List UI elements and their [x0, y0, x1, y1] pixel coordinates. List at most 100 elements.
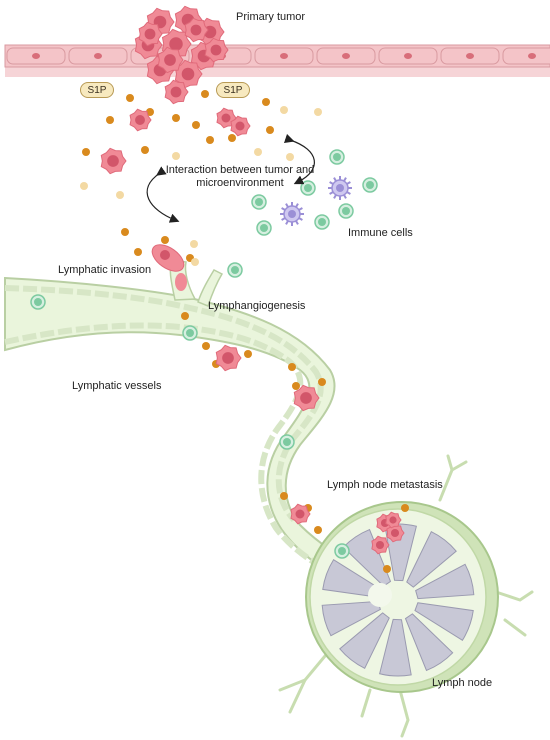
- s1p-dot: [262, 98, 270, 106]
- immune-cell-nucleus: [304, 184, 312, 192]
- endothelial-nucleus: [32, 53, 40, 59]
- s1p-dot: [126, 94, 134, 102]
- immune-cell-nucleus: [231, 266, 239, 274]
- s1p-dot: [244, 350, 252, 358]
- tumor-nucleus: [160, 250, 170, 260]
- label-immune-cells: Immune cells: [348, 227, 413, 239]
- s1p-dot: [141, 146, 149, 154]
- lymph-node-sinus: [322, 559, 382, 598]
- tumor-nucleus: [300, 392, 312, 404]
- s1p-dot: [318, 378, 326, 386]
- s1p-badge: S1P: [216, 82, 250, 98]
- s1p-dot: [228, 134, 236, 142]
- tumor-nucleus: [190, 24, 202, 36]
- tumor-nucleus: [390, 528, 400, 538]
- s1p-dot: [280, 106, 288, 114]
- endothelial-nucleus: [404, 53, 412, 59]
- s1p-dot: [106, 116, 114, 124]
- immune-cell-nucleus: [260, 224, 268, 232]
- s1p-dot: [121, 228, 129, 236]
- s1p-dot: [288, 363, 296, 371]
- tumor-nucleus: [389, 516, 397, 524]
- tumor-nucleus: [222, 352, 234, 364]
- blood-vessel-endothelium: [4, 44, 550, 77]
- immune-cell-nucleus: [283, 438, 291, 446]
- s1p-molecules: [80, 90, 409, 573]
- s1p-dot: [190, 240, 198, 248]
- label-lymph-node: Lymph node: [432, 677, 493, 689]
- s1p-dot: [80, 182, 88, 190]
- s1p-dot: [292, 382, 300, 390]
- endothelial-cell: [502, 47, 550, 65]
- lymphatic-vessel: [4, 259, 372, 592]
- label-lymphatic-vessels: Lymphatic vessels: [72, 380, 162, 392]
- lymph-node-sinus: [415, 563, 475, 600]
- s1p-dot: [172, 152, 180, 160]
- lymph-node-sinus: [414, 602, 474, 641]
- tumor-nucleus: [135, 115, 145, 125]
- s1p-dot: [383, 565, 391, 573]
- tumor-nucleus: [375, 540, 385, 550]
- tumor-cell: [175, 273, 187, 291]
- s1p-dot: [82, 148, 90, 156]
- lymph-node-sinus: [379, 618, 412, 677]
- tumor-cell-group: [100, 5, 405, 555]
- interaction-arrow-right: [283, 133, 316, 185]
- immune-cell-nucleus: [342, 207, 350, 215]
- tumor-nucleus: [235, 121, 245, 131]
- label-interaction: Interaction between tumor and microenvir…: [165, 164, 315, 189]
- immune-cell-nucleus: [186, 329, 194, 337]
- label-lymphatic-invasion: Lymphatic invasion: [58, 264, 152, 276]
- immune-cell-group: [30, 149, 378, 559]
- tumor-nucleus: [210, 44, 222, 56]
- s1p-dot: [280, 492, 288, 500]
- immune-cell-nucleus: [333, 153, 341, 161]
- lymph-node-sinus: [321, 600, 381, 637]
- tumor-nucleus: [107, 155, 119, 167]
- interaction-arrow-left: [146, 166, 180, 223]
- label-lymphangiogenesis: Lymphangiogenesis: [208, 300, 306, 312]
- tumor-nucleus: [164, 54, 176, 66]
- tumor-nucleus: [170, 86, 182, 98]
- s1p-dot: [181, 312, 189, 320]
- s1p-dot: [161, 236, 169, 244]
- s1p-dot: [206, 136, 214, 144]
- lymph-node-sinus: [339, 612, 390, 669]
- s1p-dot: [134, 248, 142, 256]
- s1p-dot: [191, 258, 199, 266]
- s1p-dot: [401, 504, 409, 512]
- s1p-dot: [314, 108, 322, 116]
- s1p-dot: [266, 126, 274, 134]
- immune-cell-nucleus: [318, 218, 326, 226]
- s1p-dot: [202, 342, 210, 350]
- s1p-dot: [201, 90, 209, 98]
- label-lymph-node-metastasis: Lymph node metastasis: [327, 479, 443, 491]
- s1p-dot: [254, 148, 262, 156]
- endothelial-nucleus: [342, 53, 350, 59]
- dendritic-cell-nucleus: [288, 210, 296, 218]
- endothelial-nucleus: [280, 53, 288, 59]
- s1p-dot: [314, 526, 322, 534]
- tumor-nucleus: [144, 28, 156, 40]
- immune-cell-nucleus: [34, 298, 42, 306]
- s1p-dot: [172, 114, 180, 122]
- lymph-node-sinus: [404, 613, 454, 672]
- immune-cell-nucleus: [255, 198, 263, 206]
- endothelial-nucleus: [94, 53, 102, 59]
- dendritic-cell-nucleus: [336, 184, 344, 192]
- tumor-nucleus: [221, 113, 231, 123]
- lymph-node-sinus: [406, 531, 457, 588]
- immune-cell-nucleus: [338, 547, 346, 555]
- s1p-dot: [192, 121, 200, 129]
- endothelial-nucleus: [528, 53, 536, 59]
- tumor-nucleus: [295, 509, 305, 519]
- lymph-node: [278, 454, 534, 738]
- immune-cell-nucleus: [366, 181, 374, 189]
- s1p-dot: [116, 191, 124, 199]
- s1p-badge: S1P: [80, 82, 114, 98]
- tumor-nucleus: [169, 37, 183, 51]
- tumor-nucleus: [181, 67, 195, 81]
- s1p-dot: [286, 153, 294, 161]
- label-primary-tumor: Primary tumor: [236, 11, 306, 23]
